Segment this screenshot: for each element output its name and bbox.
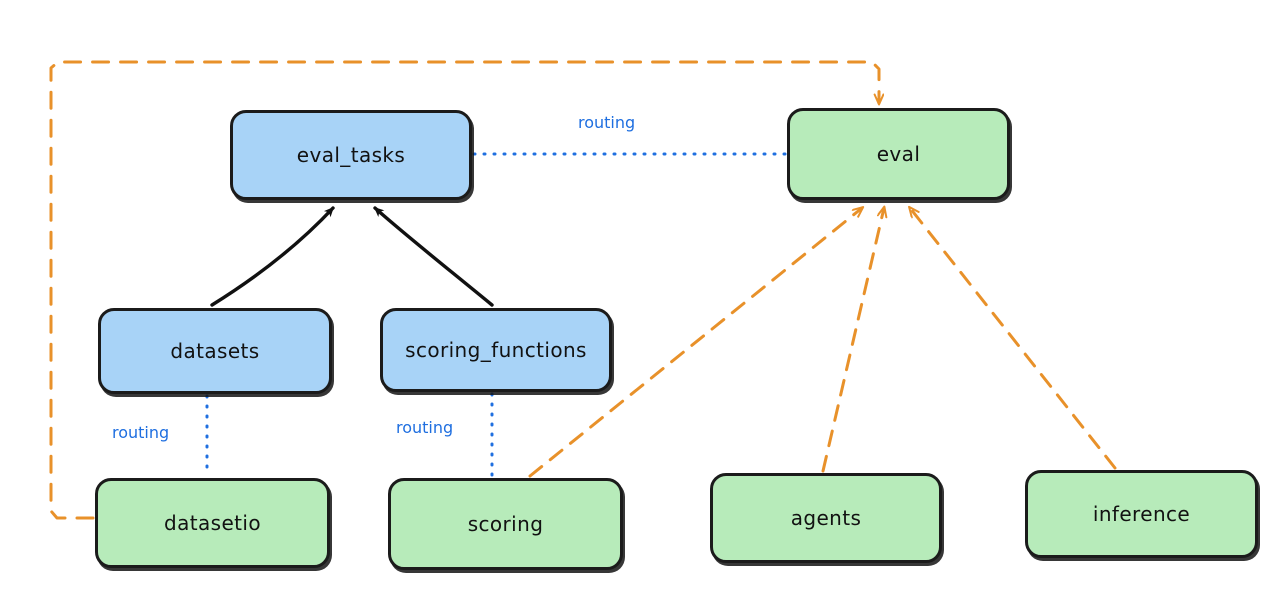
node-datasets[interactable]: datasets bbox=[98, 308, 332, 394]
node-scoring-functions[interactable]: scoring_functions bbox=[380, 308, 612, 392]
node-agents[interactable]: agents bbox=[710, 473, 942, 563]
node-label-eval: eval bbox=[876, 142, 921, 166]
node-label-inference: inference bbox=[1092, 502, 1191, 526]
node-label-scoring: scoring bbox=[467, 512, 544, 536]
node-label-eval-tasks: eval_tasks bbox=[296, 143, 406, 167]
edge-label-routing-middle: routing bbox=[396, 418, 454, 437]
node-datasetio[interactable]: datasetio bbox=[95, 478, 330, 568]
node-eval[interactable]: eval bbox=[787, 108, 1010, 200]
edge-label-routing-top: routing bbox=[578, 113, 636, 132]
node-label-agents: agents bbox=[790, 506, 862, 530]
node-inference[interactable]: inference bbox=[1025, 470, 1258, 558]
node-label-datasets: datasets bbox=[170, 339, 260, 363]
edge-agents-to-eval bbox=[821, 208, 884, 473]
node-eval-tasks[interactable]: eval_tasks bbox=[230, 110, 472, 200]
edge-datasets-to-eval-tasks bbox=[210, 206, 335, 307]
edge-scoring-to-eval bbox=[528, 208, 862, 478]
node-scoring[interactable]: scoring bbox=[388, 478, 623, 570]
edge-datasetio-to-eval bbox=[49, 60, 879, 520]
edge-label-routing-left: routing bbox=[112, 423, 170, 442]
node-label-scoring-functions: scoring_functions bbox=[405, 338, 587, 362]
edge-inference-to-eval bbox=[910, 208, 1117, 470]
edge-scoring-functions-to-eval-tasks bbox=[373, 206, 494, 307]
node-label-datasetio: datasetio bbox=[163, 511, 261, 535]
